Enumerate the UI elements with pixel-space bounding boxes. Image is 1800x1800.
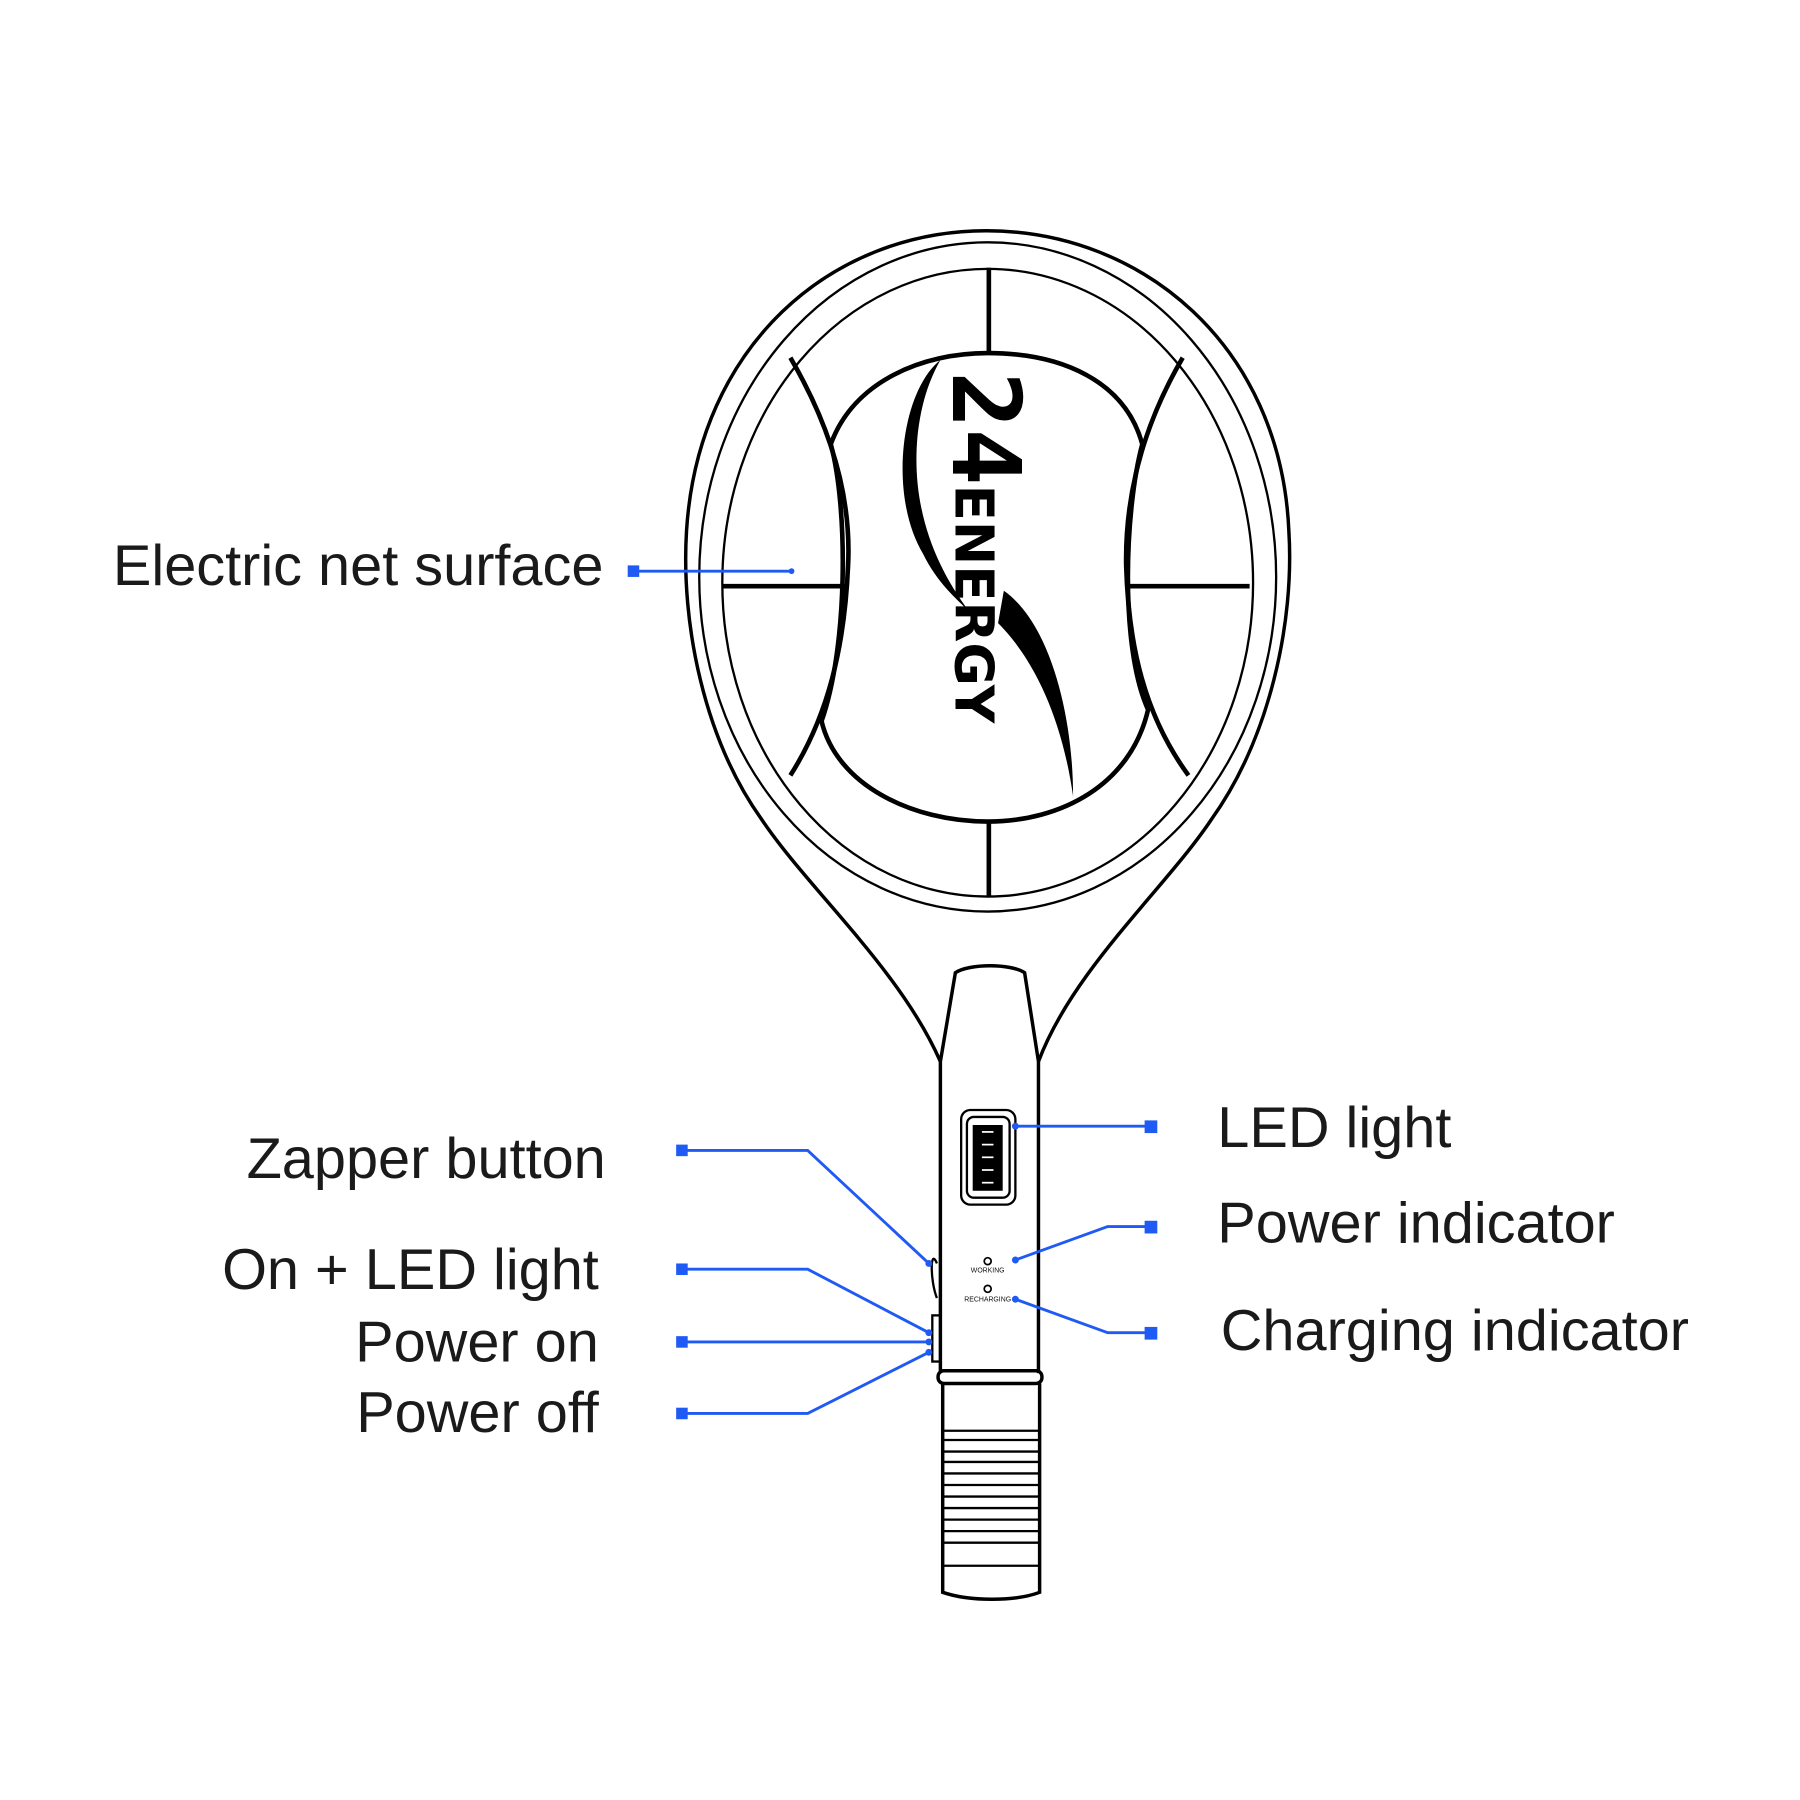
label-charging-indicator: Charging indicator	[1221, 1299, 1689, 1363]
recharging-light-icon	[983, 1284, 993, 1294]
label-electric-net-surface: Electric net surface	[113, 534, 604, 598]
label-power-off: Power off	[356, 1381, 600, 1445]
working-text: WORKING	[971, 1268, 1005, 1275]
leader-lines	[627, 565, 1158, 1420]
working-light-icon	[983, 1256, 993, 1266]
brand-logo: 24 ENERGY	[902, 360, 1074, 797]
logo-number: 24	[930, 372, 1040, 486]
electric-net	[723, 267, 1250, 897]
led-light-window	[960, 1108, 1017, 1206]
label-on-led-light: On + LED light	[222, 1238, 599, 1302]
label-power-indicator: Power indicator	[1217, 1192, 1615, 1256]
indicator-lights: WORKING RECHARGING	[964, 1256, 1011, 1304]
logo-word: ENERGY	[942, 485, 1004, 724]
handle	[930, 964, 1044, 1601]
label-zapper-button: Zapper button	[247, 1127, 606, 1191]
label-led-light: LED light	[1217, 1096, 1451, 1160]
label-power-on: Power on	[355, 1311, 599, 1375]
recharging-text: RECHARGING	[964, 1297, 1011, 1304]
